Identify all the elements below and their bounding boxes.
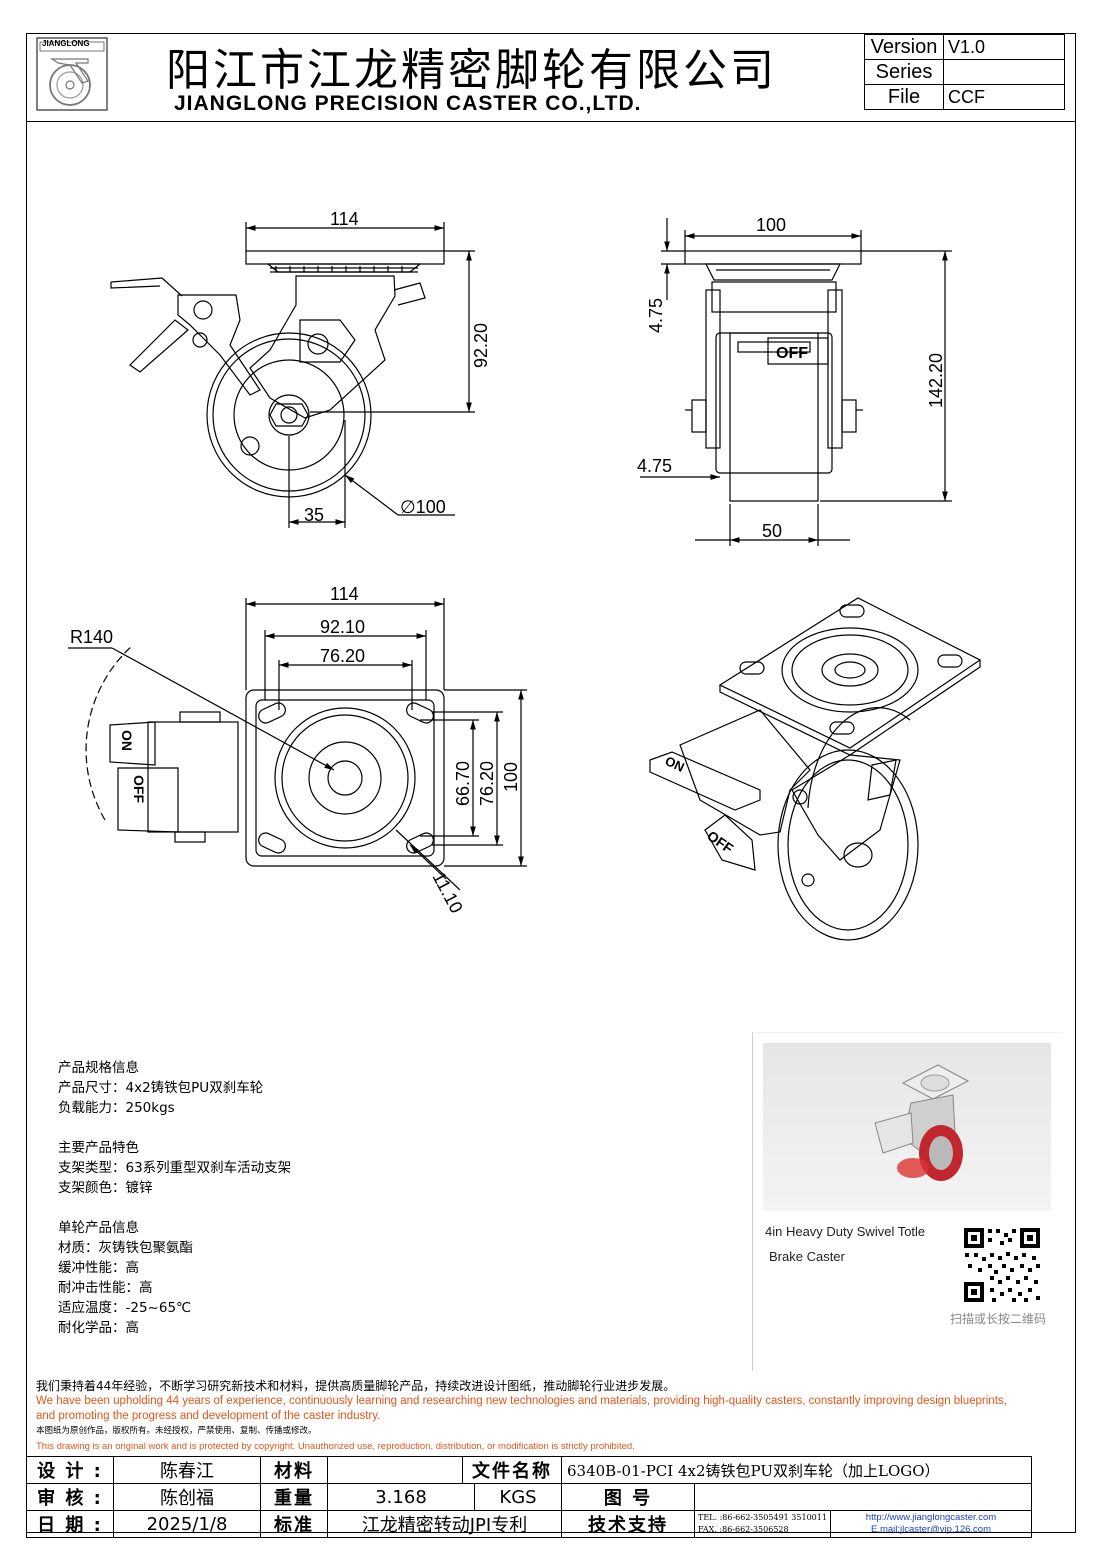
- weight-unit: KGS: [474, 1483, 562, 1511]
- tel: TEL. :86-662-3505491 3510011: [698, 1513, 827, 1522]
- header-divider: [26, 121, 1076, 122]
- spec-group2-title: 主要产品特色: [58, 1140, 139, 1156]
- dim-side-width: 114: [330, 209, 359, 229]
- title-block: 设 计 : 陈春江 材料 文件名称 6340B-01-PCI 4x2铸铁包PU双…: [26, 1456, 1032, 1538]
- iso-on-label: ON: [663, 753, 687, 775]
- spec-bracket-type: 支架类型：63系列重型双刹车活动支架: [58, 1160, 292, 1176]
- qr-caption: 扫描或长按二维码: [950, 1312, 1047, 1326]
- plan-view: [68, 598, 527, 891]
- plan-on-label: ON: [119, 730, 135, 751]
- dim-plan-h3: 100: [501, 762, 521, 792]
- date-value: 2025/1/8: [113, 1510, 261, 1538]
- review-value: 陈创福: [113, 1483, 261, 1511]
- plan-off-label: OFF: [131, 775, 147, 803]
- company-name-en: JIANGLONG PRECISION CASTER CO.,LTD.: [174, 92, 642, 115]
- contact-phone: TEL. :86-662-3505491 3510011 FAX. :86-66…: [694, 1510, 831, 1538]
- dim-plan-radius: R140: [70, 627, 113, 647]
- dim-front-wheel: 50: [762, 521, 782, 541]
- dim-side-height: 92.20: [471, 323, 491, 368]
- fax: FAX. :86-662-3506528: [698, 1525, 789, 1534]
- logo-text: JIANGLONG: [42, 39, 90, 48]
- spec-group3-title: 单轮产品信息: [58, 1220, 139, 1236]
- photo-caption-line1: 4in Heavy Duty Swivel Totle: [765, 1224, 926, 1239]
- statement-en-line2: and promoting the progress and developme…: [36, 1410, 381, 1422]
- spec-bracket-color: 支架颜色：镀锌: [58, 1180, 153, 1196]
- dim-side-offset: 35: [304, 505, 324, 525]
- isometric-view: [649, 597, 982, 941]
- standard-label: 标准: [260, 1510, 328, 1538]
- dim-front-height: 142.20: [926, 353, 946, 408]
- dim-plan-width: 114: [330, 584, 359, 604]
- dim-plan-hole-outer: 92.10: [320, 617, 365, 637]
- series-label: Series: [864, 59, 944, 85]
- standard-value: 江龙精密转动JPI专利: [327, 1510, 562, 1538]
- contact-web: http://www.jianglongcaster.com E.mail:jl…: [830, 1510, 1032, 1538]
- dim-front-width: 100: [756, 215, 786, 235]
- version-label: Version: [864, 34, 944, 60]
- dim-plan-slot: 11.10: [428, 868, 466, 916]
- product-photo: [763, 1043, 1051, 1211]
- copyright-en: This drawing is an original work and is …: [36, 1441, 635, 1452]
- filename-value: 6340B-01-PCI 4x2铸铁包PU双刹车轮（加上LOGO）: [561, 1456, 1032, 1484]
- spec-material: 材质：灰铸铁包聚氨酯: [58, 1240, 193, 1256]
- product-spec: 产品规格信息 产品尺寸：4x2铸铁包PU双刹车轮 负载能力：250kgs 主要产…: [58, 1058, 291, 1358]
- spec-temperature: 适应温度：-25~65℃: [58, 1300, 192, 1316]
- dim-front-mid: 4.75: [637, 456, 672, 476]
- qr-code-icon[interactable]: [962, 1226, 1042, 1304]
- spec-cushion: 缓冲性能：高: [58, 1260, 139, 1276]
- spec-load: 负载能力：250kgs: [58, 1100, 175, 1116]
- spec-group1-title: 产品规格信息: [58, 1060, 139, 1076]
- dim-front-top: 4.75: [646, 298, 666, 333]
- company-logo-icon: [36, 37, 108, 111]
- date-label: 日 期 :: [26, 1510, 114, 1538]
- drawing-no-label: 图 号: [561, 1483, 695, 1511]
- photo-panel: [752, 1032, 1063, 1371]
- technical-drawing: 114 92.20 35 ∅100 100 4.75 142.20 4.75 5…: [68, 209, 982, 941]
- caster-render-icon: [874, 1064, 970, 1181]
- statement: 我们秉持着44年经验，不断学习研究新技术和材料，提供高质量脚轮产品，持续改进设计…: [36, 1379, 1076, 1454]
- dim-plan-hole-inner: 76.20: [320, 646, 365, 666]
- weight-value: 3.168: [327, 1483, 475, 1511]
- material-value: [327, 1456, 463, 1484]
- company-name-cn: 阳江市江龙精密脚轮有限公司: [166, 45, 777, 96]
- front-off-label: OFF: [776, 345, 808, 362]
- side-view: [110, 222, 475, 528]
- dim-side-diameter: ∅100: [400, 497, 446, 517]
- iso-off-label: OFF: [704, 827, 736, 856]
- tech-label: 技术支持: [561, 1510, 695, 1538]
- drawing-no-value: [694, 1483, 1032, 1511]
- statement-en-line1: We have been upholding 44 years of exper…: [36, 1395, 1007, 1407]
- material-label: 材料: [260, 1456, 328, 1484]
- website-link[interactable]: http://www.jianglongcaster.com: [865, 1512, 997, 1523]
- front-view: [640, 218, 952, 546]
- design-label: 设 计 :: [26, 1456, 114, 1484]
- spec-size: 产品尺寸：4x2铸铁包PU双刹车轮: [58, 1080, 264, 1096]
- email-link[interactable]: E.mail:jlcaster@vip.126.com: [871, 1524, 991, 1535]
- design-value: 陈春江: [113, 1456, 261, 1484]
- dim-plan-h2: 76.20: [477, 761, 497, 806]
- file-value: CCF: [943, 84, 1065, 110]
- weight-label: 重量: [260, 1483, 328, 1511]
- file-label: File: [864, 84, 944, 110]
- filename-label: 文件名称: [462, 1456, 562, 1484]
- review-label: 审 核 :: [26, 1483, 114, 1511]
- photo-caption-line2: Brake Caster: [769, 1249, 845, 1264]
- spec-impact: 耐冲击性能：高: [58, 1280, 153, 1296]
- spec-chemical: 耐化学品：高: [58, 1320, 139, 1336]
- dim-plan-h1: 66.70: [453, 761, 473, 806]
- copyright-cn: 本图纸为原创作品，版权所有。未经授权，严禁使用、复制、传播或修改。: [36, 1426, 317, 1436]
- statement-cn: 我们秉持着44年经验，不断学习研究新技术和材料，提供高质量脚轮产品，持续改进设计…: [36, 1379, 676, 1393]
